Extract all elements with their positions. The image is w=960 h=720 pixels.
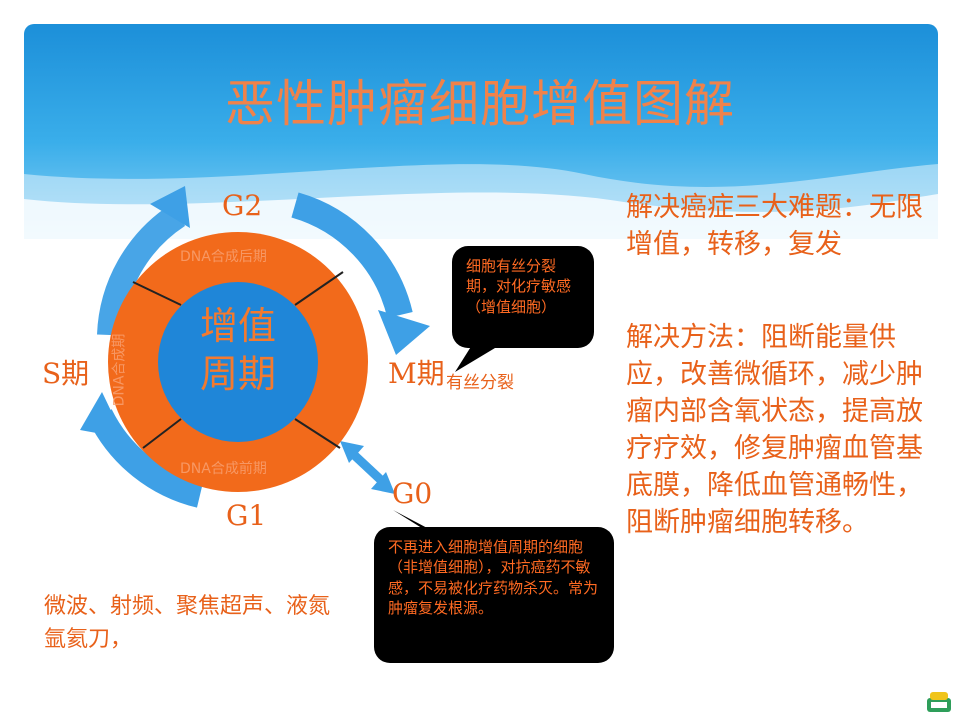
label-s: S期 bbox=[42, 357, 90, 390]
arrow-g0-icon bbox=[348, 449, 387, 486]
label-m-note: 有丝分裂 bbox=[446, 373, 514, 393]
arrow-head-s-icon bbox=[80, 392, 124, 438]
label-g0: G0 bbox=[392, 477, 433, 510]
slide-logo-icon bbox=[927, 692, 951, 712]
arrow-head-m-icon bbox=[378, 310, 430, 355]
slide-title: 恶性肿瘤细胞增值图解 bbox=[225, 75, 735, 133]
phase-label-g2: DNA合成后期 bbox=[180, 249, 267, 265]
treatments-text: 微波、射频、聚焦超声、液氮 氩氦刀， bbox=[44, 594, 331, 652]
label-g2: G2 bbox=[222, 189, 263, 222]
cycle-center-label: 增值 周期 bbox=[183, 303, 293, 398]
label-g1: G1 bbox=[226, 499, 267, 532]
arrow-head-g2-icon bbox=[150, 186, 190, 228]
cycle-center-line-1: 增值 bbox=[199, 304, 276, 348]
callout-mitosis: 细胞有丝分裂期，对化疗敏感（增值细胞） bbox=[452, 246, 594, 348]
cycle-center-line-2: 周期 bbox=[199, 351, 276, 396]
phase-label-g1: DNA合成前期 bbox=[180, 461, 267, 477]
arrow-s-to-g2-icon bbox=[97, 204, 186, 336]
problems-text: 解决癌症三大难题：无限增值，转移，复发 bbox=[626, 192, 923, 260]
header-wave-decoration bbox=[24, 164, 938, 239]
methods-text: 解决方法：阻断能量供应，改善微循环，减少肿瘤内部含氧状态，提高放疗疗效，修复肿瘤… bbox=[626, 322, 923, 538]
phase-label-s: DNA合成期 bbox=[111, 333, 128, 407]
callout-g0: 不再进入细胞增值周期的细胞（非增值细胞），对抗癌药不敏感，不易被化疗药物杀灭。常… bbox=[374, 527, 614, 663]
cycle-center bbox=[158, 282, 318, 442]
label-m: M期 bbox=[388, 357, 445, 390]
arrow-g2-to-m-icon bbox=[291, 192, 413, 319]
